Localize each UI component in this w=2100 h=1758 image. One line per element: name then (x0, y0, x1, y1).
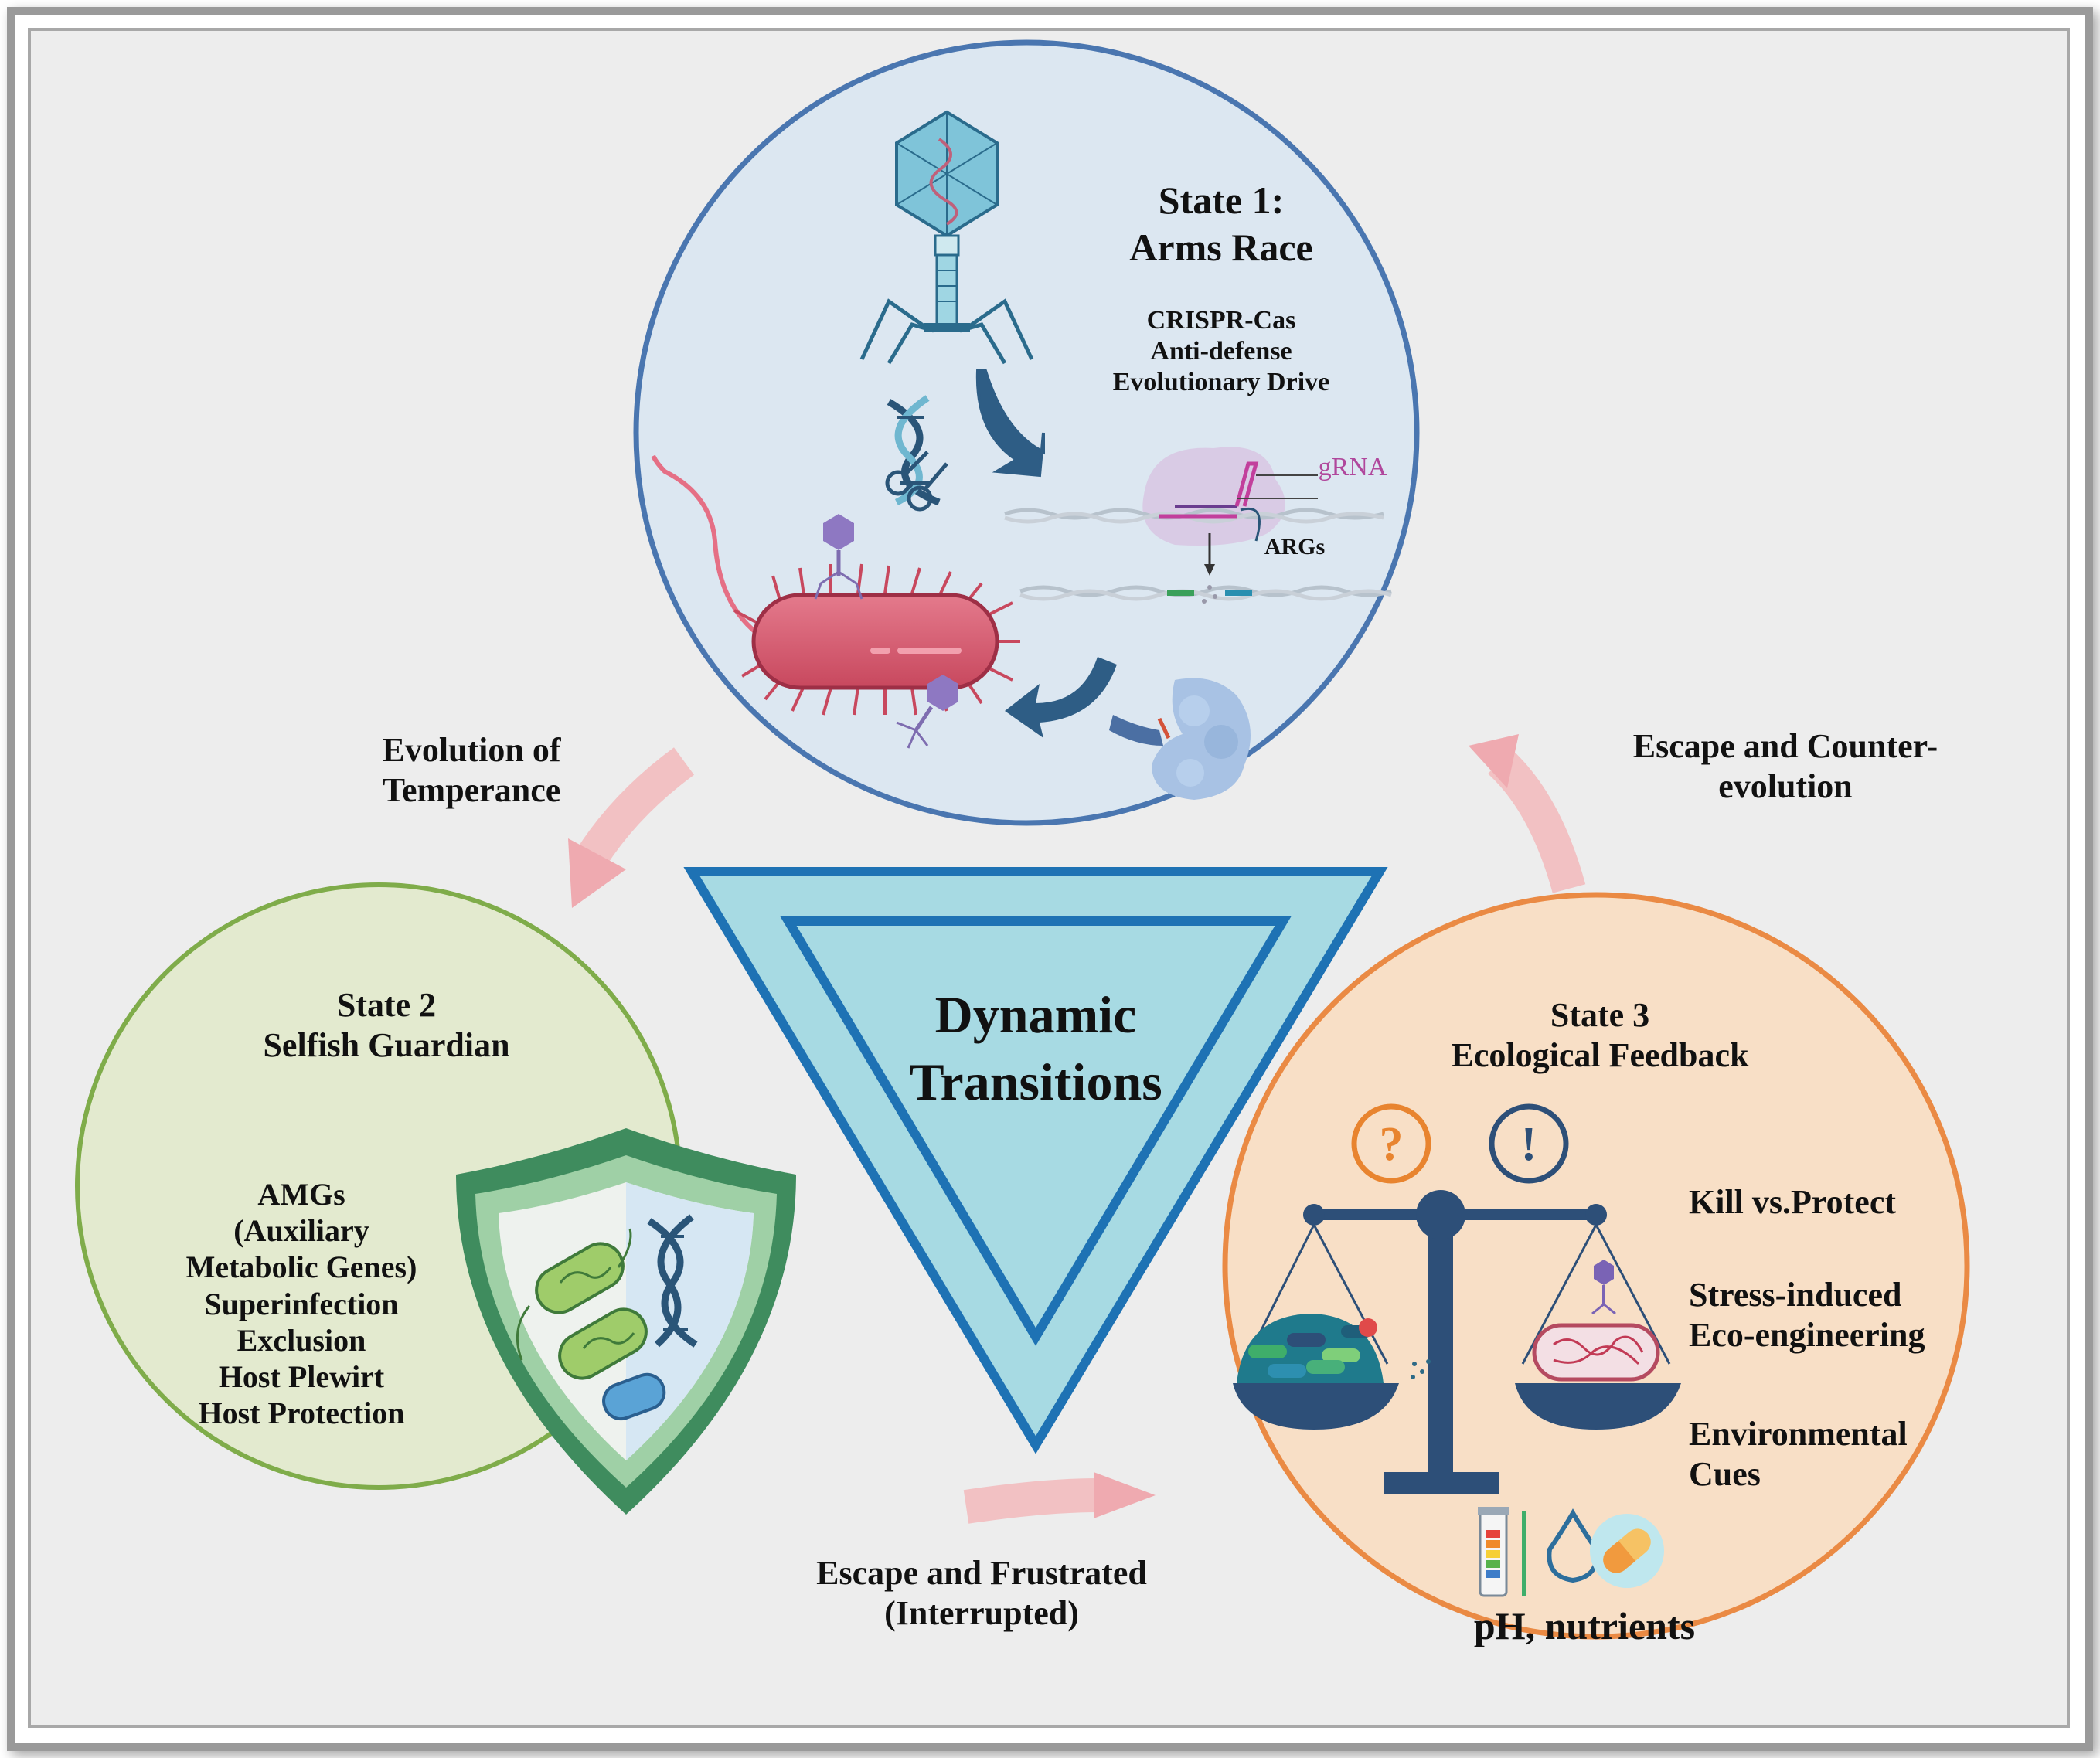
transition-frustrated: Escape and Frustrated (Interrupted) (781, 1553, 1183, 1634)
kill-protect-label: Kill vs.Protect (1689, 1183, 1896, 1221)
arrow-frustrated (963, 1472, 1156, 1524)
stress-label: Stress-induced Eco-engineering (1689, 1275, 1925, 1355)
state2-heading: State 2 Selfish Guardian (232, 985, 541, 1066)
question-icon (1351, 1103, 1431, 1184)
transition-counter-line1: Escape and Counter- (1632, 727, 1938, 765)
center-label: Dynamic Transitions (850, 981, 1221, 1116)
stress-label-line1: Stress-induced (1689, 1276, 1902, 1314)
transition-temperance-line2: Temperance (382, 770, 561, 809)
protein-icon (1109, 678, 1251, 800)
env-cues-label: Environmental Cues (1689, 1414, 1908, 1494)
dna-scissors-icon (885, 395, 948, 512)
center-triangle (683, 867, 1388, 1454)
ph-nutrients-label: pH, nutrients (1473, 1604, 1696, 1647)
bacteria-pile-icon (1237, 1314, 1431, 1383)
state2-title: State 2 (336, 986, 437, 1024)
arrow-temperance (568, 747, 695, 908)
transition-counter-evolution: Escape and Counter- evolution (1592, 726, 1979, 807)
curved-arrow-right-icon (975, 369, 1045, 478)
state3-title: State 3 (1550, 996, 1650, 1034)
state1-item: Anti-defense (1150, 337, 1292, 366)
state1-item: CRISPR-Cas (1146, 306, 1296, 335)
env-cues-line2: Cues (1689, 1454, 1761, 1493)
args-label: ARGs (1264, 534, 1326, 559)
infected-cell-icon (1532, 1260, 1660, 1382)
center-label-line2: Transitions (909, 1052, 1162, 1112)
dna-helix-icon (647, 1214, 698, 1348)
test-tube-icon (1478, 1507, 1526, 1597)
small-phage-icon (814, 514, 958, 749)
state2-item: (Auxiliary (233, 1213, 369, 1249)
question-mark: ? (1379, 1118, 1404, 1171)
exclamation-mark: ! (1520, 1118, 1537, 1171)
center-label-line1: Dynamic (934, 985, 1137, 1044)
bacteriophage-icon (859, 110, 1034, 365)
transition-counter-line2: evolution (1718, 767, 1853, 805)
arrow-counter-evolution (1469, 734, 1586, 893)
state2-items: AMGs (Auxiliary Metabolic Genes) Superin… (147, 1176, 456, 1431)
state1-heading: State 1: Arms Race (1067, 178, 1376, 270)
crispr-complex-icon (1004, 447, 1392, 604)
state2-item: Exclusion (237, 1322, 366, 1358)
transition-temperance: Evolution of Temperance (317, 730, 626, 811)
state2-item: Superinfection (204, 1286, 399, 1321)
state2-item: Host Protection (198, 1396, 405, 1431)
state1-items: CRISPR-Cas Anti-defense Evolutionary Dri… (1067, 305, 1376, 398)
state2-item: Metabolic Genes) (185, 1250, 417, 1285)
state1-title: State 1: (1158, 179, 1285, 222)
env-cues-line1: Environmental (1689, 1415, 1908, 1453)
transition-frustrated-line2: (Interrupted) (884, 1593, 1079, 1632)
state1-subtitle: Arms Race (1129, 226, 1313, 269)
stress-label-line2: Eco-engineering (1689, 1315, 1925, 1354)
balance-scale-icon (1233, 1190, 1681, 1494)
transition-temperance-line1: Evolution of (382, 731, 561, 769)
state2-subtitle: Selfish Guardian (263, 1025, 510, 1064)
bacteria-cluster-icon (516, 1228, 666, 1421)
state3-subtitle: Ecological Feedback (1451, 1035, 1749, 1074)
curved-arrow-left-icon (1005, 657, 1117, 738)
state3-heading: State 3 Ecological Feedback (1438, 995, 1762, 1076)
state2-item: AMGs (257, 1177, 345, 1212)
exclamation-icon (1489, 1103, 1569, 1184)
capsule-icon (1590, 1514, 1664, 1588)
grna-label: gRNA (1318, 453, 1387, 481)
transition-frustrated-line1: Escape and Frustrated (816, 1554, 1147, 1592)
state1-item: Evolutionary Drive (1112, 368, 1330, 397)
state2-item: Host Plewirt (218, 1358, 385, 1394)
bacterium-icon (651, 454, 1020, 716)
